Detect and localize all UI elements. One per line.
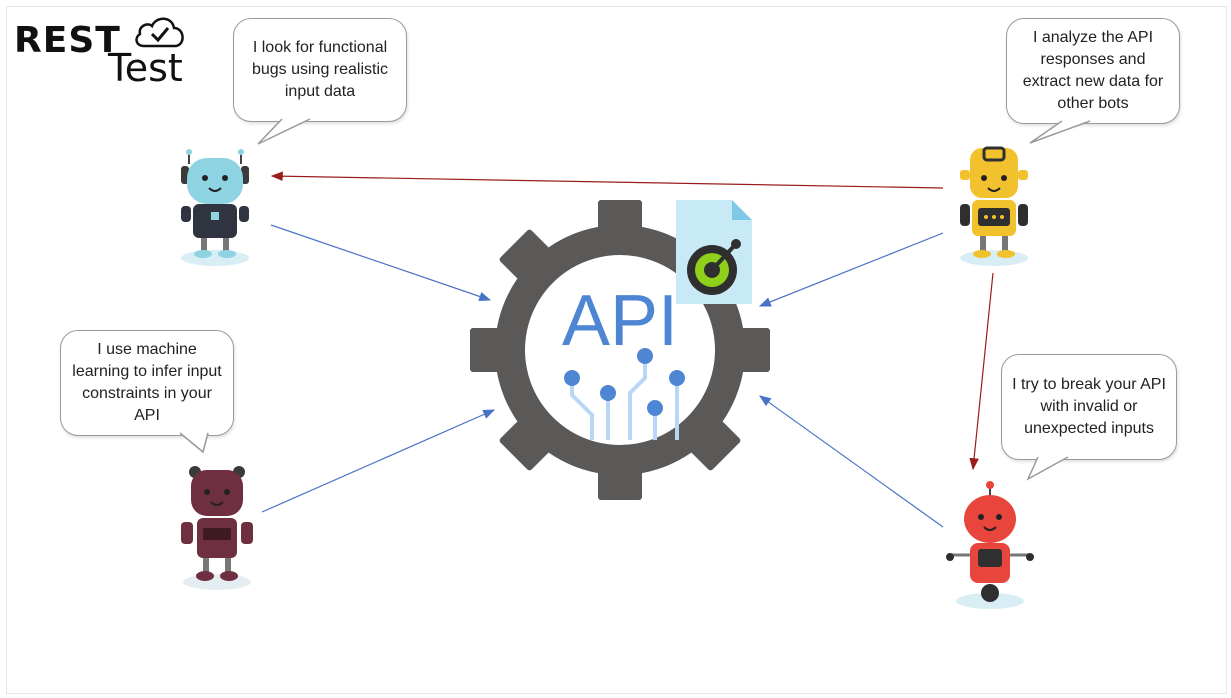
bubble-analyzer-text: I analyze the API responses and extract … bbox=[1022, 29, 1164, 112]
bubble-breaker: I try to break your API with invalid or … bbox=[1001, 354, 1177, 460]
logo-rest-text: REST bbox=[14, 20, 121, 61]
arrow-analyzer-to-functional bbox=[270, 171, 944, 189]
bubble-functional-text: I look for functional bugs using realist… bbox=[251, 39, 389, 100]
restest-logo: REST Test bbox=[14, 17, 194, 90]
functional-bot bbox=[181, 149, 249, 266]
cloud-check-icon bbox=[135, 17, 184, 48]
openapi-document-icon bbox=[676, 200, 752, 304]
arrow-analyzer-to-breaker bbox=[969, 272, 994, 471]
logo-test-text: Test bbox=[108, 46, 183, 90]
arrow-analyzer-to-api bbox=[758, 232, 944, 307]
ml-bot bbox=[181, 466, 253, 590]
bubble-analyzer: I analyze the API responses and extract … bbox=[1006, 18, 1180, 124]
bubble-ml-text: I use machine learning to infer input co… bbox=[72, 341, 222, 424]
bubble-ml: I use machine learning to infer input co… bbox=[60, 330, 234, 436]
bubble-tails bbox=[179, 118, 1091, 481]
bubble-breaker-text: I try to break your API with invalid or … bbox=[1012, 376, 1166, 437]
arrow-ml-to-api bbox=[261, 409, 496, 513]
bubble-functional: I look for functional bugs using realist… bbox=[233, 18, 407, 122]
arrow-breaker-to-api bbox=[759, 395, 944, 528]
api-label: API bbox=[562, 281, 678, 361]
circuit-nodes bbox=[564, 348, 685, 416]
analyzer-bot bbox=[960, 146, 1028, 266]
arrow-functional-to-api bbox=[270, 224, 492, 302]
breaker-bot bbox=[946, 481, 1034, 609]
api-gear-hub: API bbox=[470, 200, 770, 500]
